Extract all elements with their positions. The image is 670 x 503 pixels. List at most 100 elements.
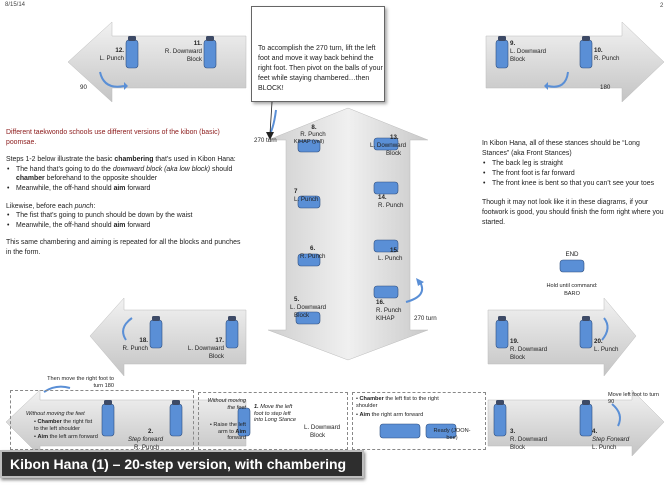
step-13-label: L. Downward — [370, 142, 407, 149]
step-19-label: R. Downward — [510, 346, 548, 353]
then-move-right-note: Then move the right foot to turn 180 — [47, 376, 114, 389]
step-9-label-2: Block — [510, 56, 526, 63]
raise-left-fwd: forward — [227, 435, 246, 442]
step-17-label: L. Downward — [187, 345, 224, 352]
step-13-number: 13. — [390, 134, 399, 141]
step-14-number: 14. — [378, 194, 387, 201]
raise-left-note: • Raise the left arm to Aim forward — [209, 422, 246, 442]
bottom-mid-dashed-group — [198, 392, 348, 450]
closing-text: This same chambering and aiming is repea… — [6, 239, 241, 256]
wm2-b2-bold: Aim — [37, 434, 49, 440]
intro-text: Different taekwondo schools use differen… — [6, 129, 220, 146]
step-10-number: 10. — [594, 47, 603, 54]
chamber-note-2: • Aim the right arm forward — [356, 412, 424, 418]
hold-label: Hold until command: — [546, 283, 598, 289]
callout-text: To accomplish the 270 turn, lift the lef… — [258, 45, 383, 92]
steps-intro: Steps 1-2 below illustrate the basic cha… — [6, 155, 246, 165]
step-12-number: 12. — [115, 47, 124, 54]
bullet-item: The hand that’s going to do the downward… — [7, 165, 246, 184]
step-4-label-2: L. Punch — [592, 444, 617, 451]
bullet-text: Meanwhile, the off-hand should — [16, 184, 114, 192]
step-15-number: 15. — [390, 247, 399, 254]
right-explanation-panel: In Kibon Hana, all of these stances shou… — [482, 139, 664, 228]
move-left-90-note: Move left foot to turn 90 — [608, 392, 659, 405]
step-1-text: Move the left foot to step left into Lon… — [254, 404, 296, 424]
step-16-label: R. Punch — [376, 307, 402, 314]
step-6-number: 6. — [310, 245, 316, 252]
without-moving-note: Without moving the feet — [26, 411, 85, 417]
step-12-label: L. Punch — [99, 55, 124, 62]
footwork-closing: Though it may not look like it in these … — [482, 199, 664, 226]
chamber-note-1-bold: Chamber — [359, 396, 384, 402]
step-7-label: L. Punch — [294, 196, 319, 203]
page-date: 8/15/14 — [5, 2, 26, 8]
stance-bullets: The back leg is straight The front foot … — [482, 159, 664, 189]
step-18-label: R. Punch — [122, 345, 148, 352]
likewise-pre: Likewise, before each — [6, 202, 75, 210]
step-10-label: R. Punch — [594, 55, 620, 62]
wm2-b1-text: the right fist to the left shoulder — [34, 419, 93, 432]
end-label: END — [565, 251, 579, 258]
page-number: 2 — [660, 3, 664, 9]
likewise-italic: punch — [74, 202, 94, 210]
bullet-text: forward — [125, 184, 151, 192]
bullet-text: forward — [125, 221, 151, 229]
step-20-number: 20. — [594, 338, 603, 345]
wm2-b2-text: the left arm forward — [48, 434, 98, 440]
steps-intro-pre: Steps 1-2 below illustrate the basic — [6, 156, 115, 164]
bullet-item: The back leg is straight — [483, 159, 664, 169]
step-11-number: 11. — [193, 40, 202, 47]
baro-label: BARO — [564, 291, 580, 297]
step-15-label: L. Punch — [378, 255, 403, 262]
turn-270-bottom-label: 270 turn — [414, 315, 437, 322]
chamber-note-2-text: the right arm forward — [370, 412, 424, 418]
step-11-label-2: Block — [186, 56, 202, 63]
bullet-item: The front foot is far forward — [483, 169, 664, 179]
step-17-number: 17. — [215, 337, 224, 344]
bullet-text: Meanwhile, the off-hand should — [16, 221, 114, 229]
chamber-note-1: • Chamber the left fist to the right sho… — [356, 396, 439, 409]
step-4-number: 4. — [592, 428, 598, 435]
bullet-text: should — [210, 165, 233, 173]
arrow-mid-right — [487, 297, 637, 377]
bullet-item: Meanwhile, the off-hand should aim forwa… — [7, 221, 246, 231]
step-1-label-3: Block — [310, 432, 326, 439]
step-6-label: R. Punch — [300, 253, 326, 260]
step-1-number: 1. — [254, 404, 259, 410]
step-2-label-2: R. Punch — [134, 444, 160, 451]
bullet-text: The hand that’s going to do the — [16, 165, 113, 173]
step-1-label-2: L. Downward — [304, 424, 341, 431]
step-19-number: 19. — [510, 338, 519, 345]
likewise-post: : — [93, 202, 96, 210]
step-9-label: L. Downward — [510, 48, 547, 55]
step-3-label: R. Downward — [510, 436, 548, 443]
arrow-bottom-right — [487, 389, 665, 457]
title-bar: Kibon Hana (1) – 20-step version, with c… — [0, 450, 364, 478]
raise-left-bold: Aim — [235, 428, 246, 435]
step-8-label: R. Punch — [300, 131, 326, 138]
step-3-number: 3. — [510, 428, 516, 435]
chamber-note-1-text: the left fist to the right shoulder — [356, 396, 439, 409]
step-11-label: R. Downward — [164, 48, 202, 55]
wm2-b1-bold: Chamber — [37, 419, 62, 425]
step-7-number: 7 — [294, 188, 298, 195]
step-8-number: 8. — [311, 124, 317, 131]
step-9-number: 9. — [510, 40, 516, 47]
likewise-text: Likewise, before each punch: — [6, 202, 246, 212]
stance-intro: In Kibon Hana, all of these stances shou… — [482, 140, 640, 157]
bullet-item: Meanwhile, the off-hand should aim forwa… — [7, 184, 246, 194]
arrow-top-right — [485, 21, 665, 103]
turn-180-label: 180 — [600, 84, 611, 91]
raise-left-text: Raise the left arm to — [213, 422, 246, 435]
page-title: Kibon Hana (1) – 20-step version, with c… — [10, 456, 347, 472]
turn-90-label: 90 — [80, 84, 87, 91]
bullet-italic: downward block (aka low block) — [112, 165, 211, 173]
bullet-bold: chamber — [16, 175, 45, 183]
turn-270-top-label: 270 turn — [254, 137, 277, 144]
step-18-number: 18. — [139, 337, 148, 344]
bottom-left-dashed-group — [10, 390, 194, 450]
punch-bullets: The fist that’s going to punch should be… — [6, 211, 246, 230]
step-3-label-2: Block — [510, 444, 526, 451]
without-moving-note-2: Without moving the feet — [207, 398, 246, 411]
wm2-bullet-1: • Chamber the right fist to the left sho… — [34, 419, 93, 432]
